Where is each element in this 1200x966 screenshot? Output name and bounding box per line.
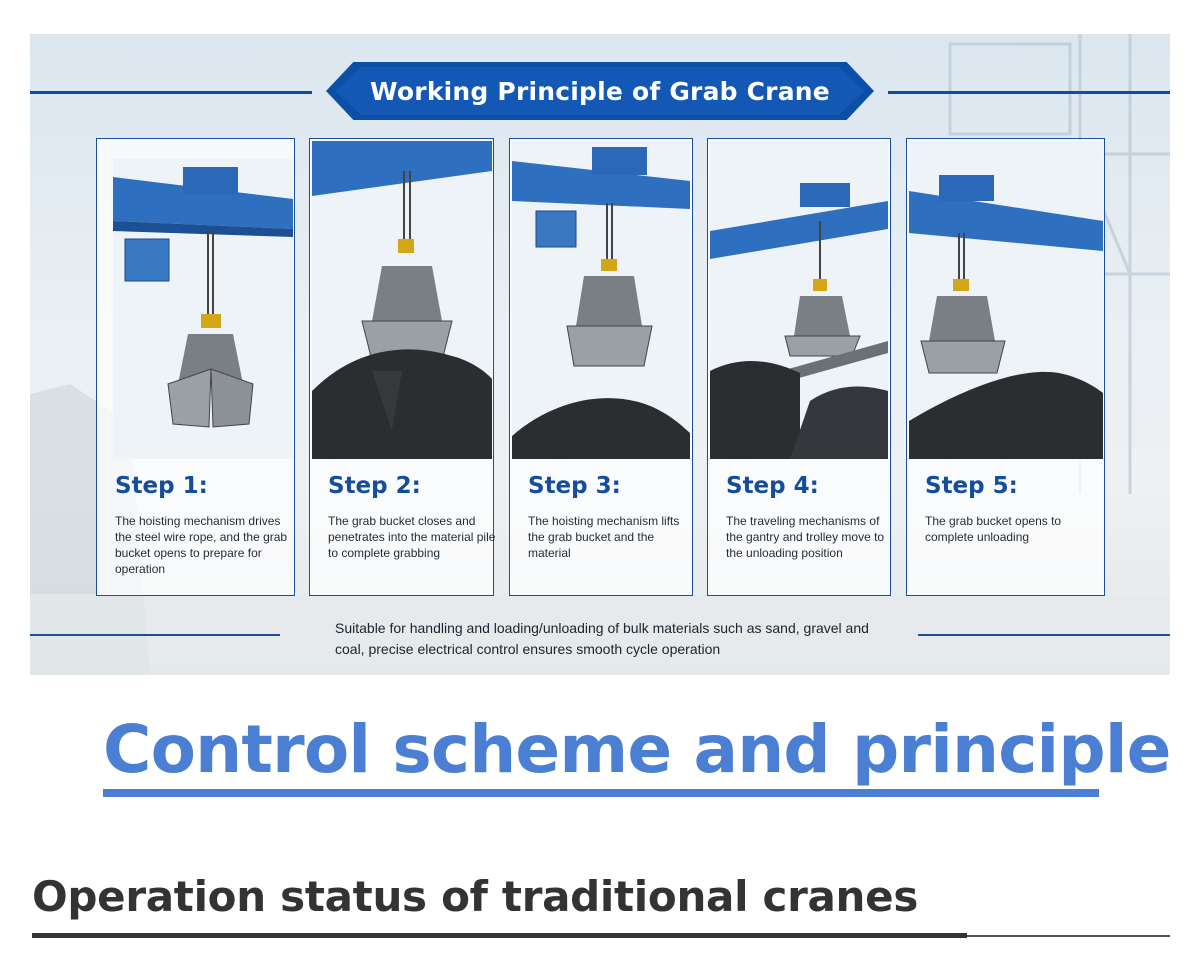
step-2-image xyxy=(312,141,492,459)
traditional-heading-rule xyxy=(967,935,1170,937)
step-2-title: Step 2: xyxy=(328,473,421,499)
step-5-title: Step 5: xyxy=(925,473,1018,499)
control-heading-underline xyxy=(103,789,1099,797)
step-1-description: The hoisting mechanism drives the steel … xyxy=(115,514,288,576)
step-1-image xyxy=(113,159,293,459)
step-card-2: Step 2: The grab bucket closes and penet… xyxy=(309,138,495,596)
step-card-3: Step 3: The hoisting mechanism lifts the… xyxy=(509,138,693,596)
step-4-image xyxy=(710,141,888,459)
step-1-title: Step 1: xyxy=(115,473,208,499)
footer-rule-left xyxy=(30,634,280,636)
step-card-1: Step 1: The hoisting mechanism drives th… xyxy=(96,138,295,596)
step-3-description: The hoisting mechanism lifts the grab bu… xyxy=(528,514,680,560)
control-scheme-heading: Control scheme and principle xyxy=(103,711,1171,788)
grab-crane-infographic: Working Principle of Grab Crane Step 1: … xyxy=(30,34,1170,675)
footer-rule-right xyxy=(918,634,1170,636)
step-card-5: Step 5: The grab bucket opens to complet… xyxy=(906,138,1105,596)
step-3-title: Step 3: xyxy=(528,473,621,499)
traditional-heading-underline xyxy=(32,933,967,938)
title-banner-inner: Working Principle of Grab Crane xyxy=(335,67,865,115)
traditional-cranes-heading: Operation status of traditional cranes xyxy=(32,872,919,921)
step-2-description: The grab bucket closes and penetrates in… xyxy=(328,514,496,560)
step-3-image xyxy=(512,141,690,459)
header-rule-left xyxy=(30,91,312,94)
infographic-title: Working Principle of Grab Crane xyxy=(370,76,830,106)
step-5-description: The grab bucket opens to complete unload… xyxy=(925,514,1062,544)
infographic-footer-text: Suitable for handling and loading/unload… xyxy=(335,620,869,657)
step-card-4: Step 4: The traveling mechanisms of the … xyxy=(707,138,891,596)
header-rule-right xyxy=(888,91,1170,94)
step-5-image xyxy=(909,141,1103,459)
step-4-description: The traveling mechanisms of the gantry a… xyxy=(726,514,885,560)
step-4-title: Step 4: xyxy=(726,473,819,499)
